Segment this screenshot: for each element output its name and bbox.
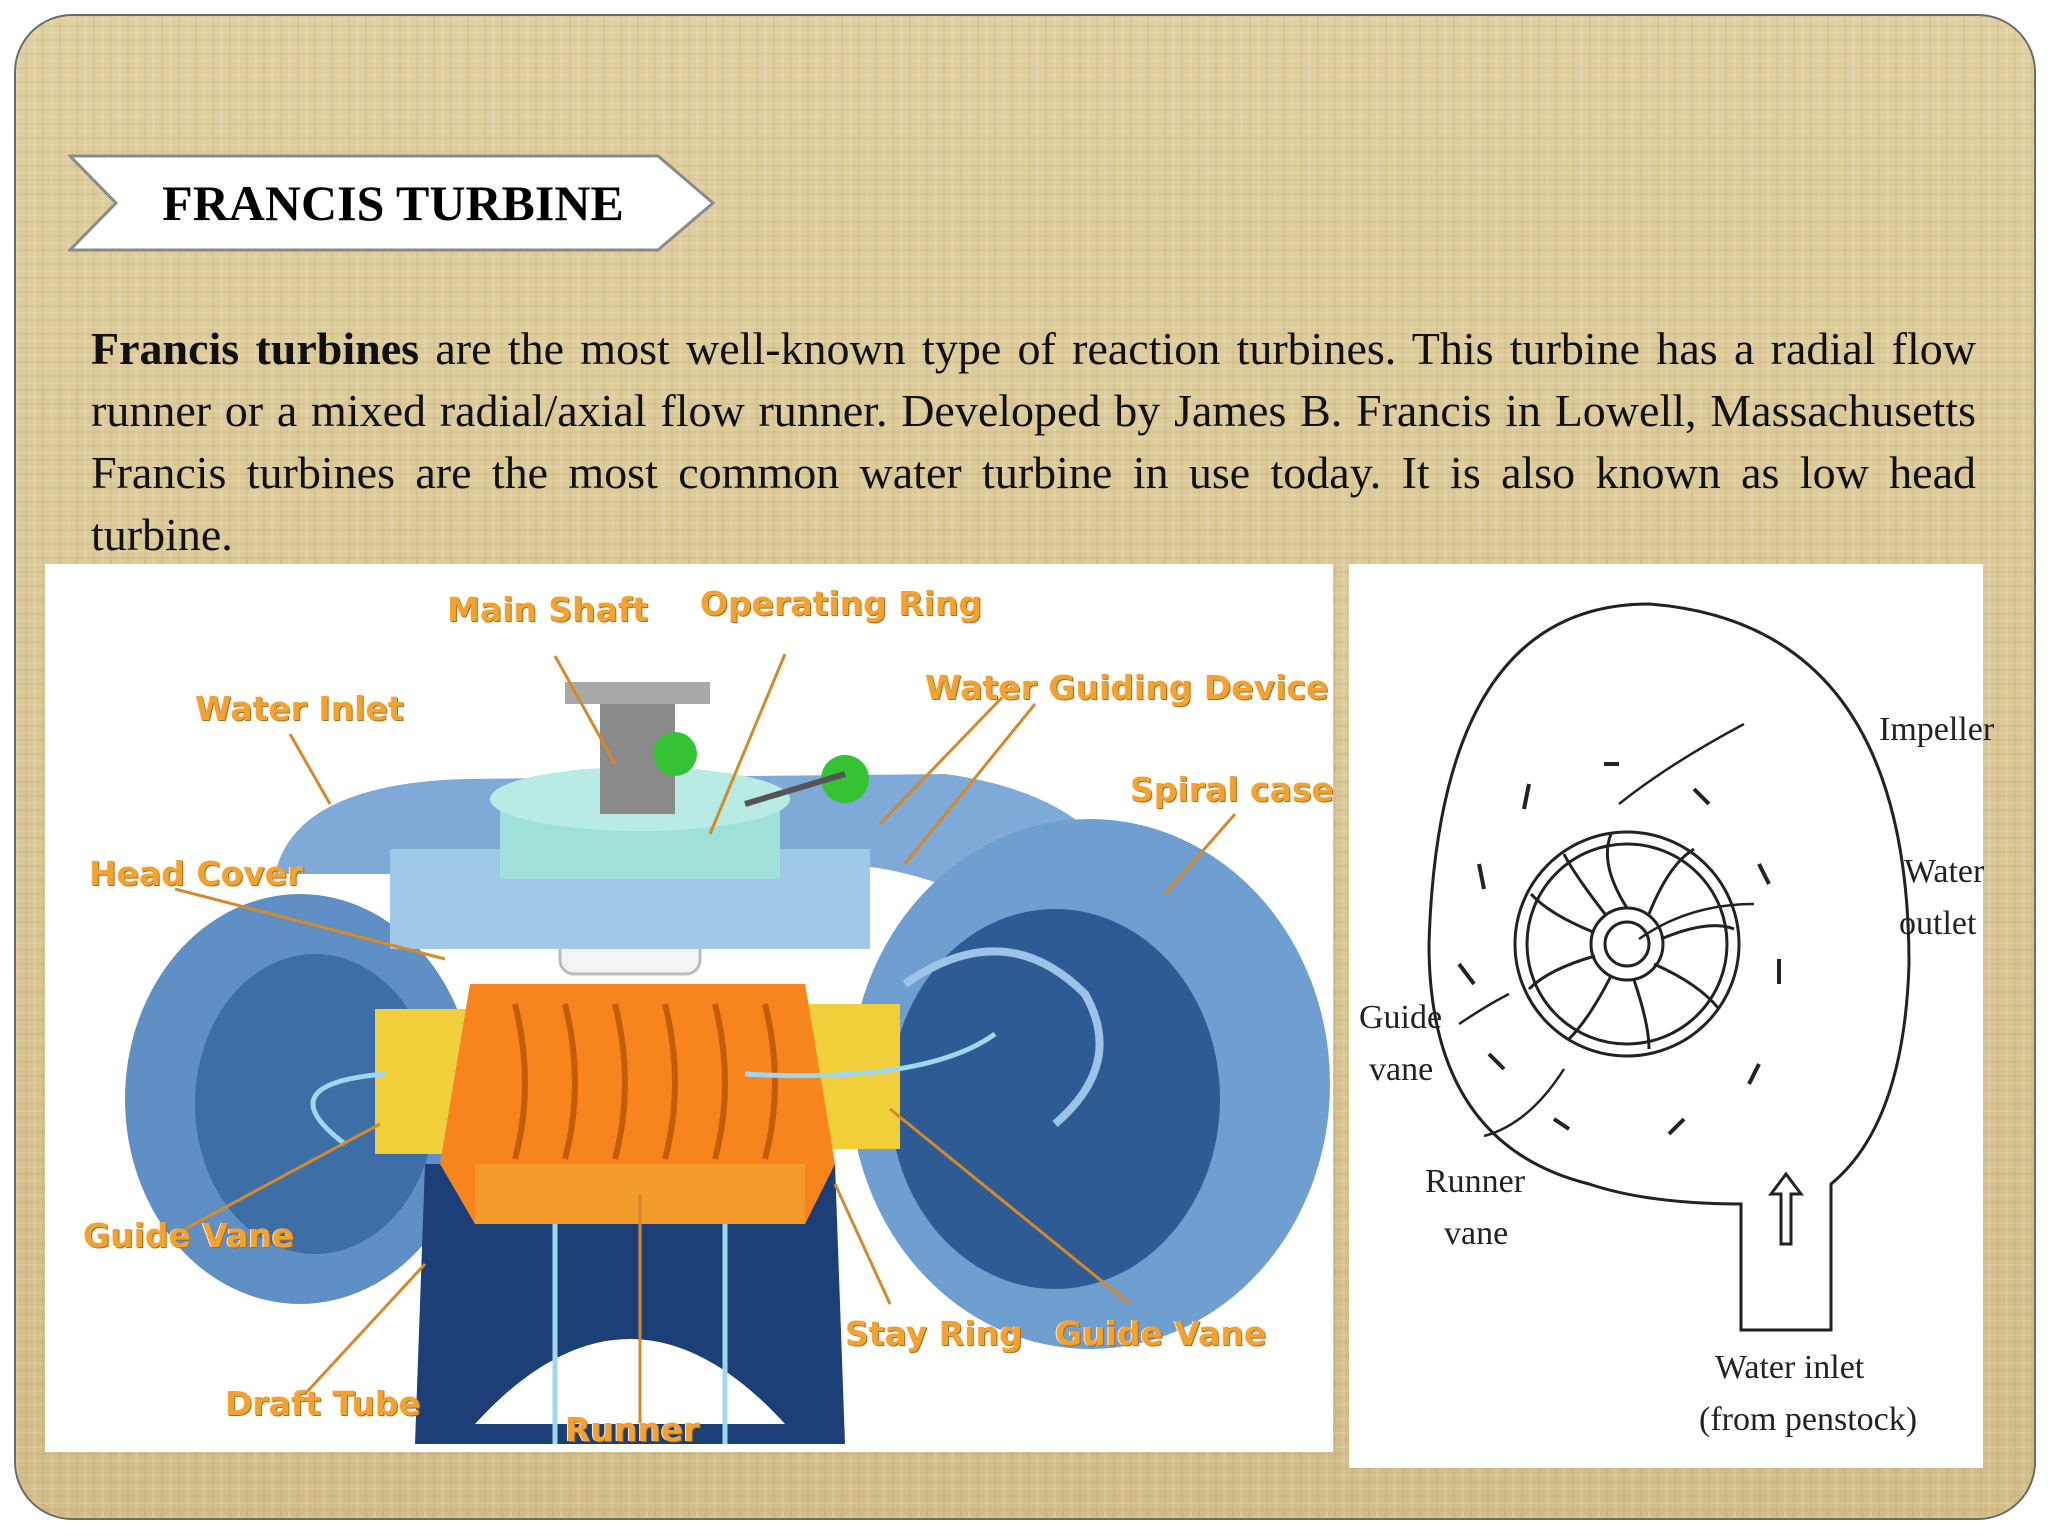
label-guide-vane-right: Guide Vane [1055, 1314, 1267, 1353]
label-water-guiding-device: Water Guiding Device [925, 668, 1329, 707]
turbine-cutaway-figure: Main Shaft Operating Ring Water Inlet Wa… [45, 564, 1334, 1452]
label-draft-tube: Draft Tube [225, 1384, 421, 1423]
intro-paragraph: Francis turbines are the most well-known… [91, 318, 1976, 566]
turbine-cutaway-drawing [125, 653, 1330, 1444]
slide: FRANCIS TURBINE Francis turbines are the… [14, 14, 2036, 1520]
label-operating-ring: Operating Ring [700, 584, 983, 623]
label-water-inlet-1: Water inlet [1715, 1349, 1865, 1386]
label-runner: Runner [565, 1410, 700, 1449]
label-guide-vane-left: Guide Vane [83, 1216, 295, 1255]
intro-bold-term: Francis turbines [91, 323, 420, 374]
label-guide-vane-1: Guide [1359, 999, 1443, 1036]
label-water-outlet-2: outlet [1899, 905, 1977, 942]
label-runner-vane-1: Runner [1425, 1163, 1526, 1200]
label-main-shaft: Main Shaft [447, 590, 649, 629]
banner-shape [68, 154, 716, 252]
turbine-schematic-drawing [1427, 602, 1911, 1332]
label-water-outlet-1: Water [1904, 853, 1985, 890]
turbine-schematic-figure: Impeller Water outlet Guide vane Runner … [1349, 564, 1994, 1468]
title-banner: FRANCIS TURBINE [68, 154, 716, 252]
intro-text: are the most well-known type of reaction… [91, 323, 1977, 560]
label-guide-vane-2: vane [1369, 1051, 1434, 1088]
page-title: FRANCIS TURBINE [162, 175, 624, 231]
label-stay-ring: Stay Ring [845, 1314, 1023, 1353]
label-runner-vane-2: vane [1444, 1215, 1509, 1252]
label-water-inlet: Water Inlet [195, 689, 404, 728]
label-head-cover: Head Cover [89, 854, 304, 893]
label-impeller: Impeller [1879, 711, 1995, 748]
label-spiral-case: Spiral case [1130, 770, 1334, 809]
label-water-inlet-2: (from penstock) [1699, 1401, 1918, 1438]
